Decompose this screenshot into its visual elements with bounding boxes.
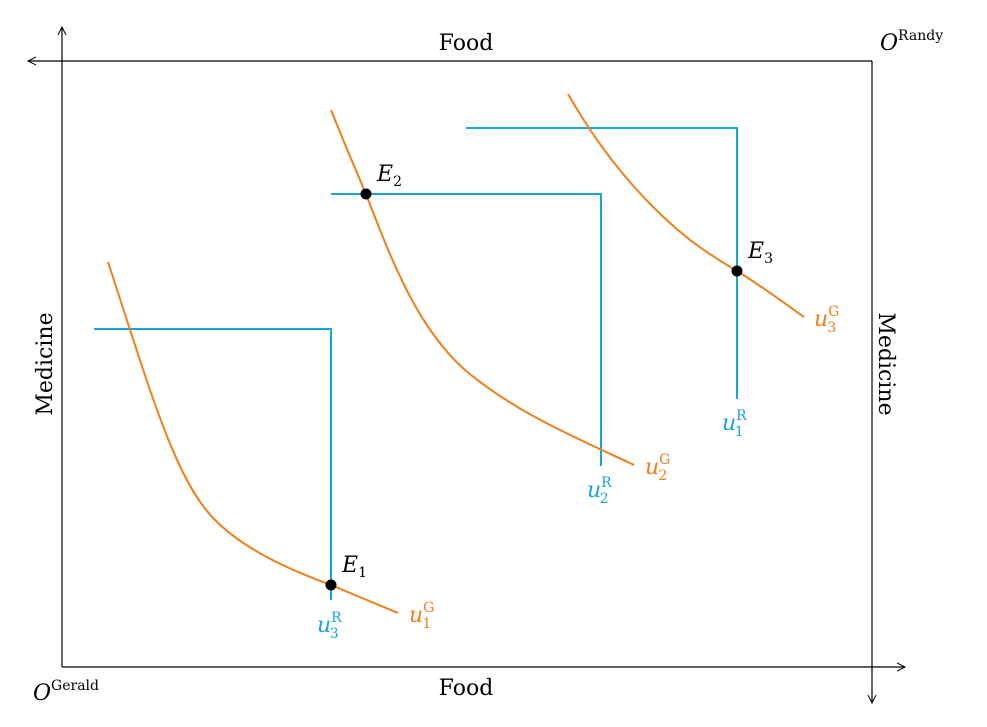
medicine-axis-label-right: Medicine xyxy=(873,312,898,415)
origin-randy-label: ORandy xyxy=(880,28,943,56)
equilibrium-label-e1: E1 xyxy=(341,553,367,581)
equilibrium-points xyxy=(325,188,743,591)
equilibrium-point-e1 xyxy=(325,579,337,591)
equilibrium-point-e2 xyxy=(360,188,372,200)
origin-gerald-label: OGerald xyxy=(33,678,99,706)
randy-curve-u2 xyxy=(331,193,602,466)
food-axis-label-top: Food xyxy=(439,31,494,56)
randy-curve-u1 xyxy=(466,127,738,399)
equilibrium-point-e3 xyxy=(731,265,743,277)
equilibrium-label-e3: E3 xyxy=(747,239,773,267)
gerald-curves xyxy=(107,93,805,614)
equilibrium-label-e2: E2 xyxy=(376,162,402,190)
medicine-axis-label-left: Medicine xyxy=(33,312,58,415)
food-axis-label-bottom: Food xyxy=(439,676,494,701)
gerald-curve-u3 xyxy=(567,93,805,318)
gerald-curve-u1 xyxy=(107,261,399,614)
randy-curve-u3 xyxy=(94,328,332,600)
axes xyxy=(28,27,905,703)
randy-curves xyxy=(94,127,738,600)
gerald-curve-u2 xyxy=(330,109,635,466)
